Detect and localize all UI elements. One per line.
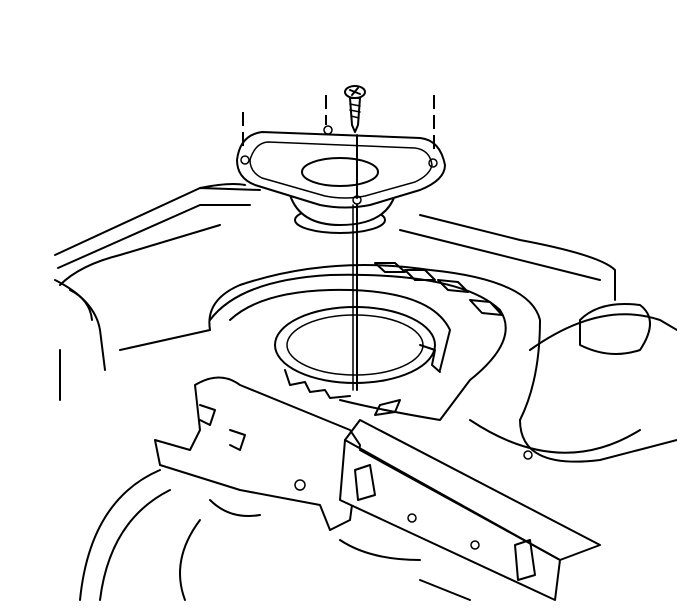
crossmember-rail [339, 419, 601, 601]
alignment-lines [242, 95, 435, 391]
lower-structure [79, 469, 471, 601]
rail-hole [470, 540, 480, 550]
frame-bracket [154, 376, 361, 531]
screw-icon [344, 85, 366, 133]
speaker-opening [209, 273, 507, 421]
speaker [236, 125, 446, 234]
package-shelf [54, 183, 677, 463]
bracket-hole [294, 479, 306, 491]
rail-hole [407, 513, 417, 523]
shelf-hole [523, 450, 533, 460]
speaker-cone [301, 157, 379, 187]
